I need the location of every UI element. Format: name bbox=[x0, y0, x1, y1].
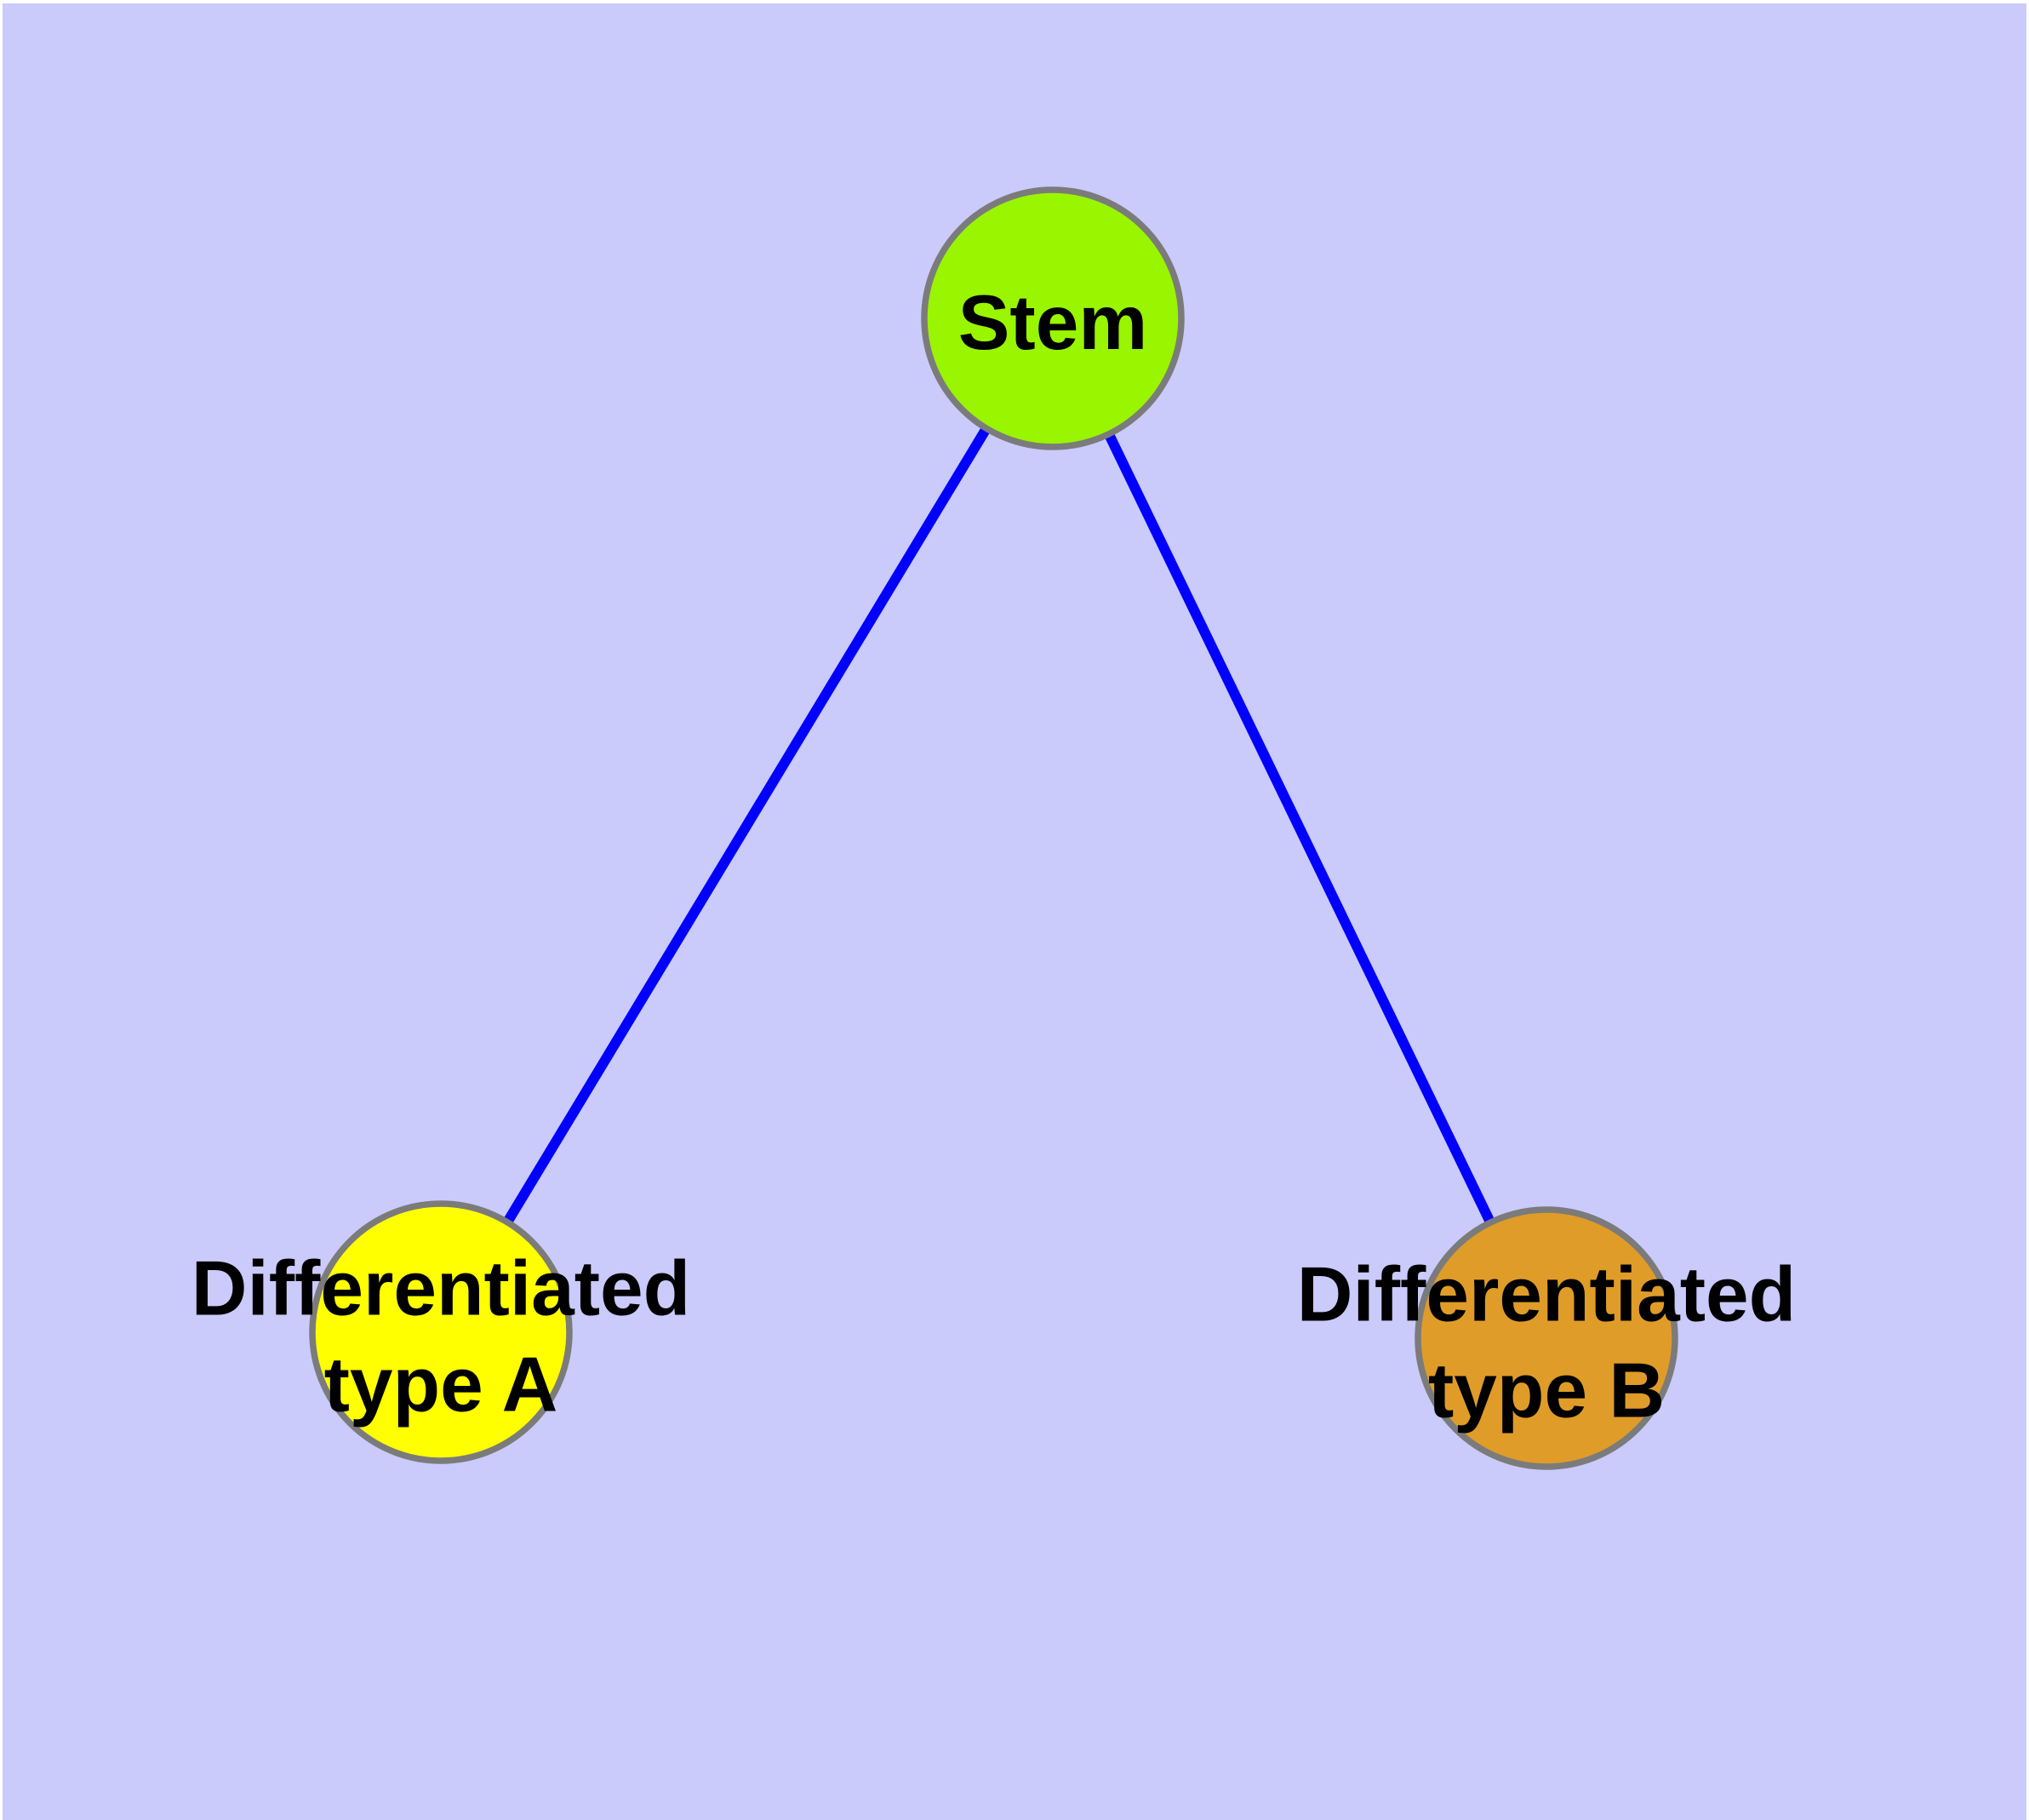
edge-stem-to-differentiated-type-a bbox=[436, 315, 1058, 1336]
node-differentiated-type-a-circle bbox=[309, 1200, 573, 1464]
node-stem-circle bbox=[921, 186, 1185, 450]
node-differentiated-type-b-label: Differentiated type B bbox=[1297, 1252, 1797, 1434]
node-differentiated-type-b-label-line-2: type B bbox=[1428, 1348, 1665, 1434]
node-stem: Stem bbox=[921, 186, 1185, 450]
edges-layer bbox=[436, 315, 1552, 1341]
node-differentiated-type-a-label-line-1: Differentiated bbox=[191, 1246, 691, 1332]
node-differentiated-type-b-circle bbox=[1415, 1206, 1678, 1470]
node-differentiated-type-b-label-line-1: Differentiated bbox=[1297, 1252, 1797, 1338]
node-differentiated-type-b: Differentiated type B bbox=[1297, 1206, 1797, 1470]
node-differentiated-type-a: Differentiated type A bbox=[191, 1200, 691, 1464]
node-differentiated-type-a-label-line-2: type A bbox=[324, 1342, 558, 1428]
node-differentiated-type-a-label: Differentiated type A bbox=[191, 1246, 691, 1428]
edge-stem-to-differentiated-type-b bbox=[1048, 316, 1552, 1341]
node-stem-label-line-1: Stem bbox=[958, 280, 1148, 366]
node-stem-label: Stem bbox=[958, 280, 1148, 366]
